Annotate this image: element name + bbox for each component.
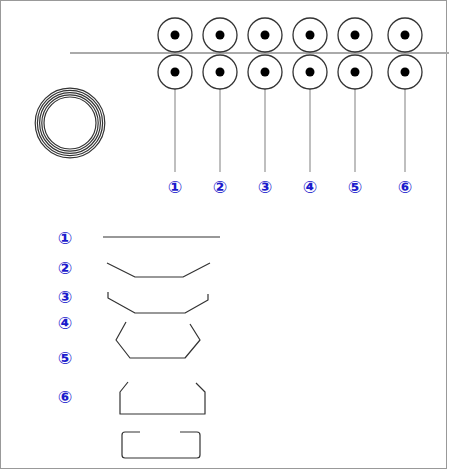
- callout-number: ⑥: [58, 389, 72, 406]
- roller: [158, 55, 192, 89]
- coil-winding: [37, 90, 102, 155]
- roller: [203, 55, 237, 89]
- strip: [70, 52, 449, 54]
- roller-axle: [171, 68, 180, 77]
- coil-winding: [44, 97, 96, 149]
- roller-axle: [351, 31, 360, 40]
- roller: [293, 18, 327, 52]
- profile-stage-5: [120, 382, 205, 414]
- roller: [338, 18, 372, 52]
- roller: [158, 18, 192, 52]
- callout-number: ③: [258, 179, 272, 196]
- coil-winding: [40, 93, 101, 154]
- roller: [338, 55, 372, 89]
- roller-axle: [171, 31, 180, 40]
- profile-flat: [103, 236, 220, 237]
- roller: [388, 55, 422, 89]
- roller-axle: [306, 68, 315, 77]
- roller: [388, 18, 422, 52]
- callout-number: ④: [303, 179, 317, 196]
- callout-number: ⑤: [348, 179, 362, 196]
- callout-number: ⑤: [58, 350, 72, 367]
- roller-stands: [158, 18, 422, 172]
- coil: [35, 88, 105, 158]
- roller-axle: [401, 31, 410, 40]
- callout-number: ①: [168, 179, 182, 196]
- roller-axle: [306, 31, 315, 40]
- profile-stage-3: [108, 292, 208, 313]
- coil-winding: [42, 95, 98, 151]
- callout-number: ②: [58, 260, 72, 277]
- profile-stage-2: [107, 263, 210, 277]
- roller-axle: [401, 68, 410, 77]
- profile-stage-4: [116, 322, 200, 358]
- roller: [248, 18, 282, 52]
- roller-axle: [261, 31, 270, 40]
- roller-axle: [216, 68, 225, 77]
- roller-axle: [216, 31, 225, 40]
- roller: [293, 55, 327, 89]
- callout-number: ③: [58, 289, 72, 306]
- roller-axle: [261, 68, 270, 77]
- callout-number: ⑥: [398, 179, 412, 196]
- roller: [203, 18, 237, 52]
- profile-stage-6: [122, 432, 200, 458]
- callout-number: ④: [58, 315, 72, 332]
- profiles: [103, 237, 220, 458]
- coil-winding: [35, 88, 105, 158]
- roller: [248, 55, 282, 89]
- callout-number: ②: [213, 179, 227, 196]
- callout-number: ①: [58, 230, 72, 247]
- roller-axle: [351, 68, 360, 77]
